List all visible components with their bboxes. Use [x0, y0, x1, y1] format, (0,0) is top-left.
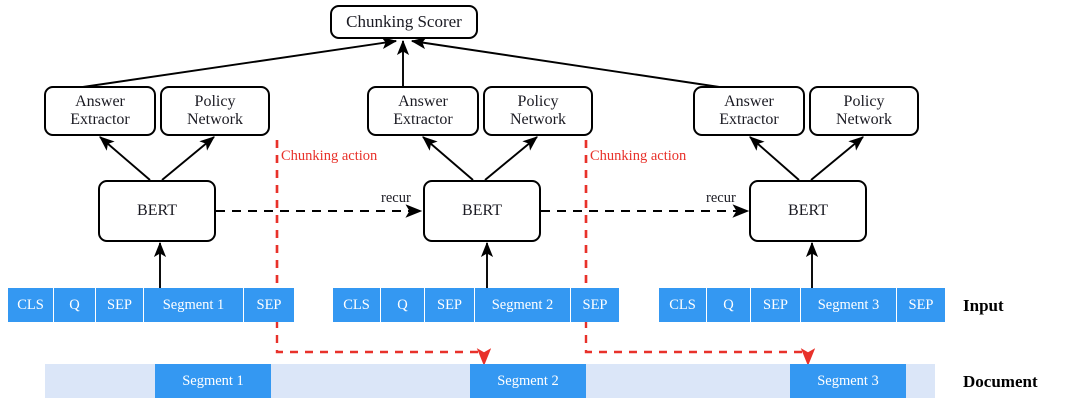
arrow-group3-to-scorer [410, 37, 727, 89]
chunking-action-label-1: Chunking action [281, 148, 378, 164]
arrows-group1-bert-to-heads [99, 136, 215, 181]
group3-answer-extractor-box[interactable]: Answer Extractor [693, 86, 805, 136]
group2-answer-extractor-label: Answer Extractor [393, 93, 453, 128]
group3-token-sep-2[interactable]: SEP [897, 288, 945, 322]
document-caption: Document [963, 372, 1038, 391]
group1-bert-label: BERT [137, 202, 177, 220]
group1-token-cls[interactable]: CLS [8, 288, 54, 322]
group3-bert-box[interactable]: BERT [749, 180, 867, 242]
group2-policy-network-label: Policy Network [510, 93, 566, 128]
chunking-action-path-1 [275, 140, 492, 366]
group2-bert-box[interactable]: BERT [423, 180, 541, 242]
document-segment-1[interactable]: Segment 1 [155, 364, 271, 398]
group2-bert-label: BERT [462, 202, 502, 220]
document-segment-3[interactable]: Segment 3 [790, 364, 906, 398]
chunking-scorer-label: Chunking Scorer [346, 12, 462, 32]
group2-token-cls[interactable]: CLS [333, 288, 381, 322]
document-bar: Segment 1 Segment 2 Segment 3 [45, 364, 935, 398]
group3-bert-label: BERT [788, 202, 828, 220]
group3-token-q[interactable]: Q [707, 288, 751, 322]
group3-token-sep-1[interactable]: SEP [751, 288, 801, 322]
arrow-group1-to-scorer [75, 37, 398, 89]
input-caption: Input [963, 296, 1004, 315]
group1-policy-network-label: Policy Network [187, 93, 243, 128]
group2-token-segment[interactable]: Segment 2 [475, 288, 571, 322]
group2-answer-extractor-box[interactable]: Answer Extractor [367, 86, 479, 136]
group3-policy-network-label: Policy Network [836, 93, 892, 128]
group1-bert-box[interactable]: BERT [98, 180, 216, 242]
group3-answer-extractor-label: Answer Extractor [719, 93, 779, 128]
arrows-group2-bert-to-heads [422, 136, 538, 181]
recur-label-1: recur [381, 190, 411, 206]
group1-token-segment[interactable]: Segment 1 [144, 288, 244, 322]
group1-answer-extractor-label: Answer Extractor [70, 93, 130, 128]
group1-answer-extractor-box[interactable]: Answer Extractor [44, 86, 156, 136]
group1-token-sep-1[interactable]: SEP [96, 288, 144, 322]
group3-token-segment[interactable]: Segment 3 [801, 288, 897, 322]
chunking-action-label-2: Chunking action [590, 148, 687, 164]
group2-input-row: CLS Q SEP Segment 2 SEP [333, 288, 619, 322]
group1-token-q[interactable]: Q [54, 288, 96, 322]
group2-policy-network-box[interactable]: Policy Network [483, 86, 593, 136]
group2-token-sep-1[interactable]: SEP [425, 288, 475, 322]
arrows-group3-bert-to-heads [749, 136, 864, 181]
group1-input-row: CLS Q SEP Segment 1 SEP [8, 288, 294, 322]
group2-token-q[interactable]: Q [381, 288, 425, 322]
group1-policy-network-box[interactable]: Policy Network [160, 86, 270, 136]
recur-label-2: recur [706, 190, 736, 206]
group1-token-sep-2[interactable]: SEP [244, 288, 294, 322]
group3-input-row: CLS Q SEP Segment 3 SEP [659, 288, 945, 322]
chunking-action-path-2 [584, 140, 816, 366]
group3-policy-network-box[interactable]: Policy Network [809, 86, 919, 136]
chunking-scorer-box[interactable]: Chunking Scorer [330, 5, 478, 39]
group2-token-sep-2[interactable]: SEP [571, 288, 619, 322]
document-segment-2[interactable]: Segment 2 [470, 364, 586, 398]
group3-token-cls[interactable]: CLS [659, 288, 707, 322]
